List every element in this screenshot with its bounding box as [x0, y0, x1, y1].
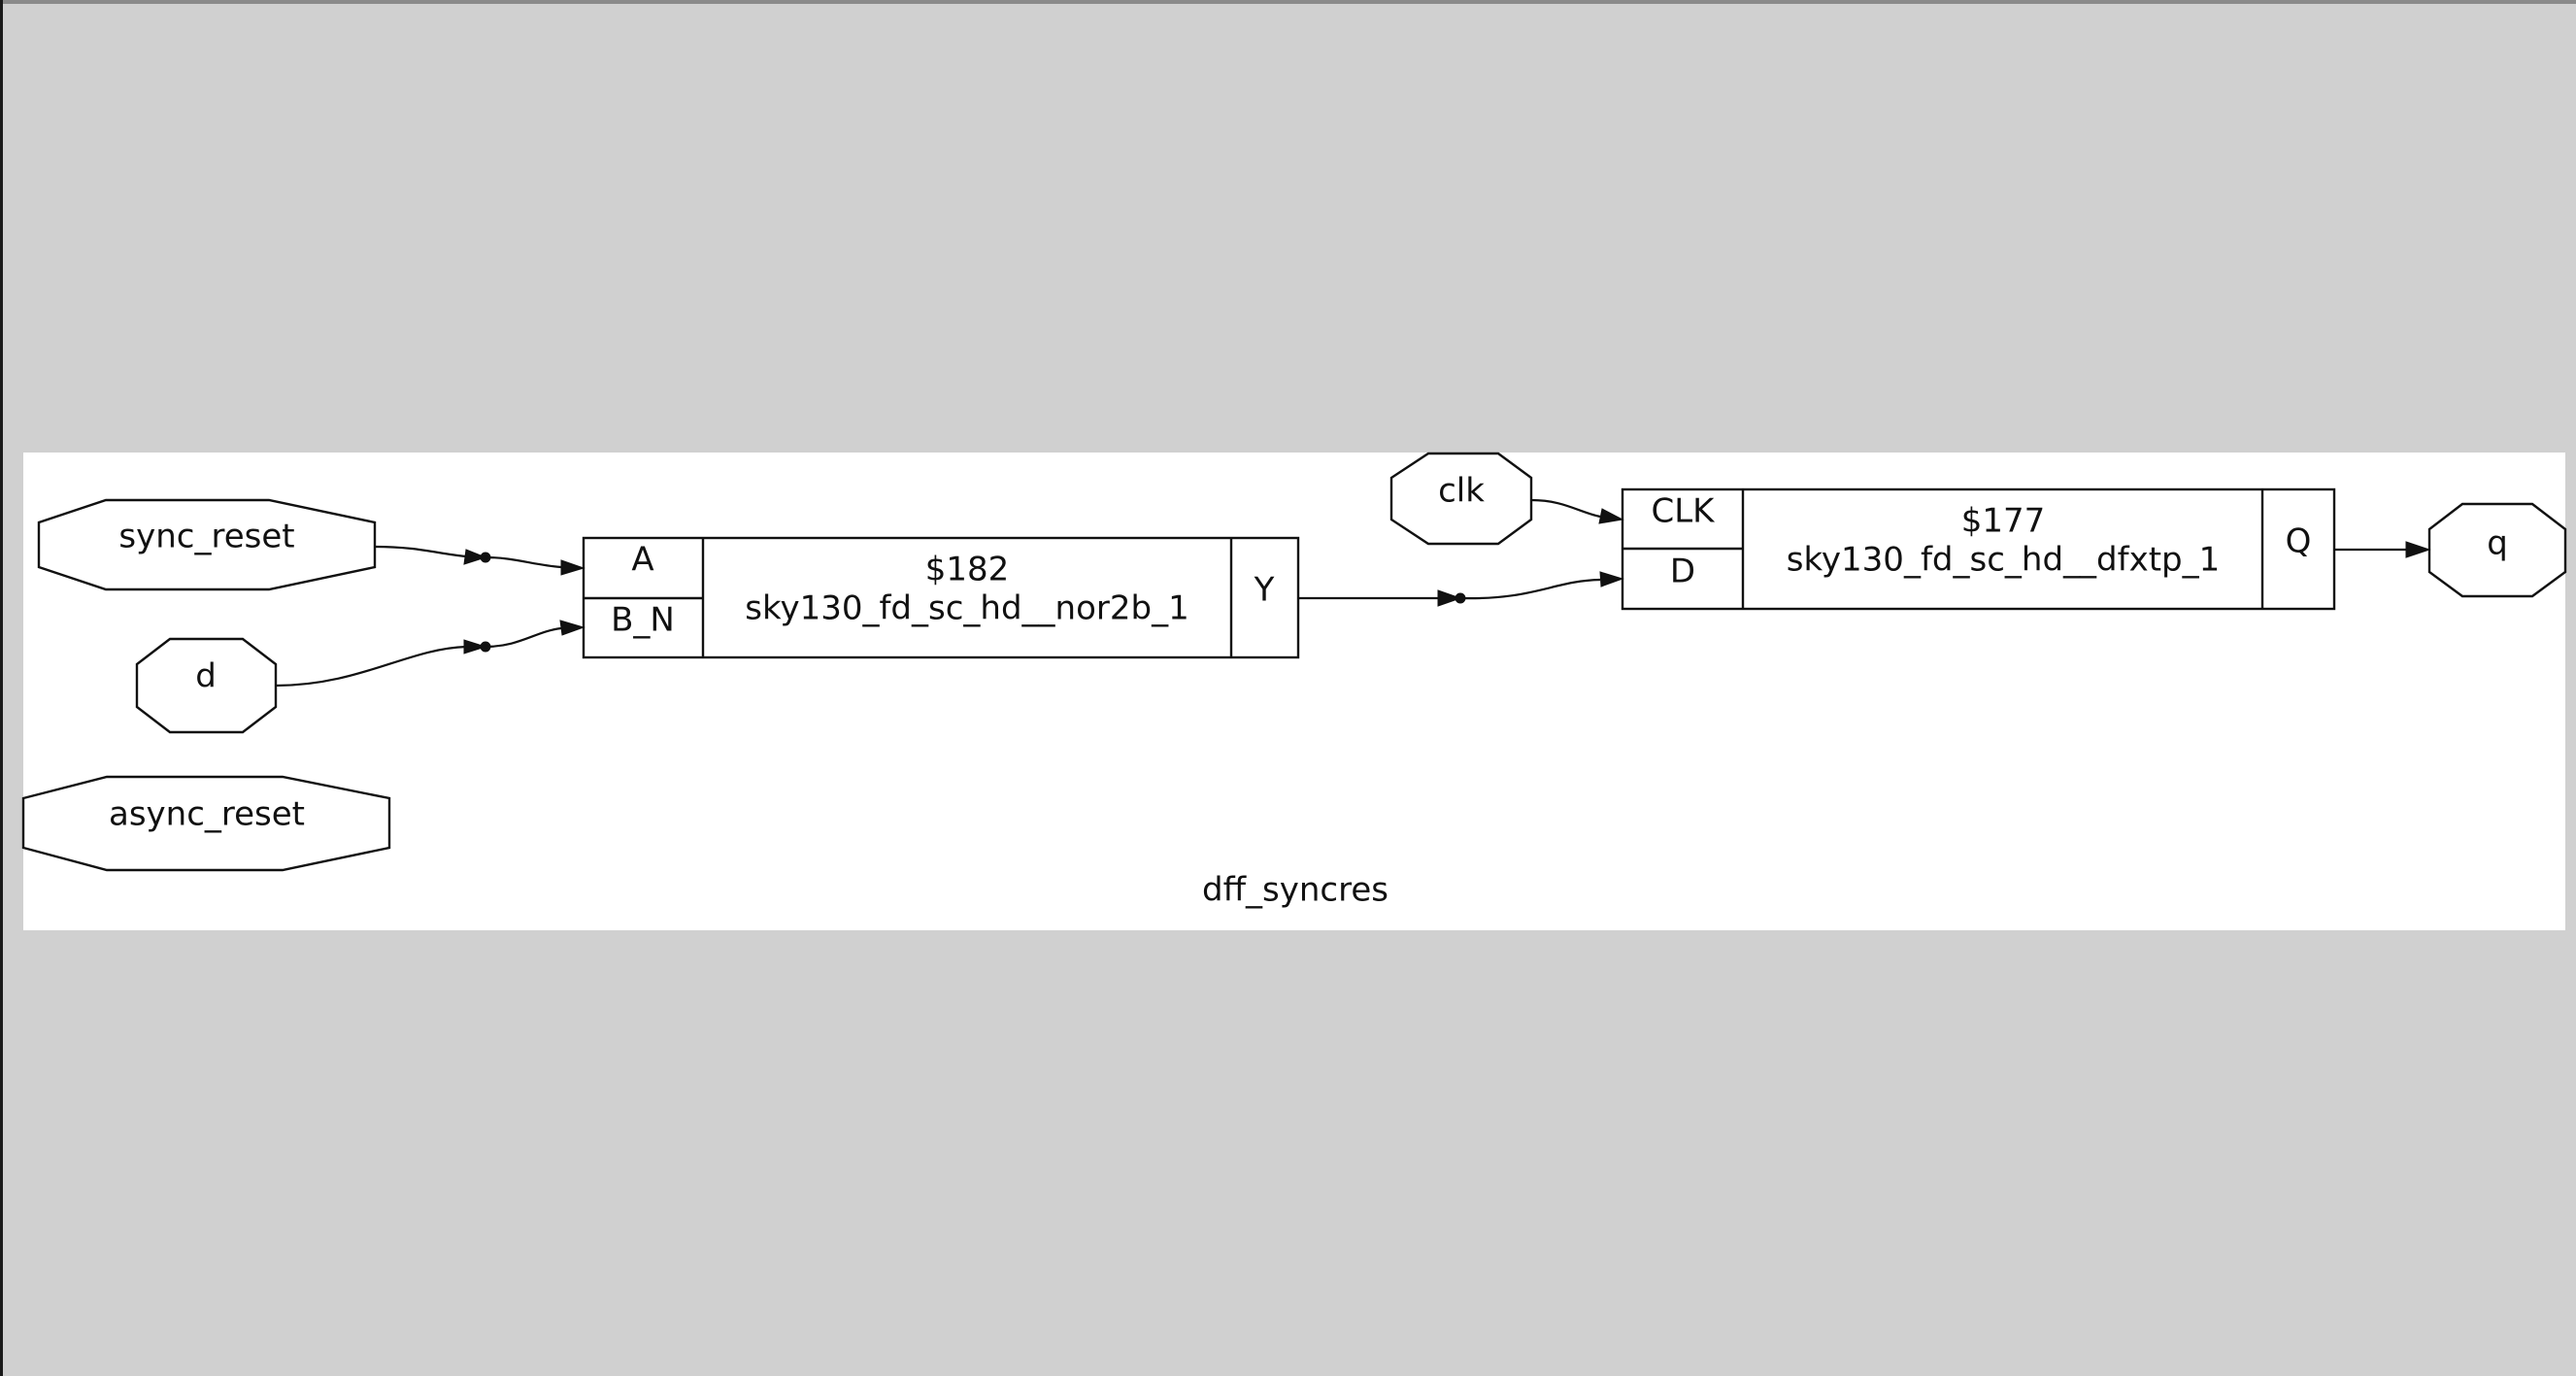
cell-dfxtp-id: $177 [1961, 502, 2046, 541]
arrow-port-q [2405, 541, 2431, 558]
port-async-reset[interactable]: async_reset [21, 775, 391, 872]
port-clk[interactable]: clk [1389, 452, 1533, 546]
wire-sync-reset-to-junction [374, 545, 467, 558]
port-d[interactable]: d [135, 637, 278, 734]
cell-dfxtp[interactable]: CLK D $177 sky130_fd_sc_hd__dfxtp_1 Q [1621, 487, 2336, 611]
window-left-border [0, 0, 3, 1376]
arrow-pin-b-n [559, 620, 585, 636]
port-q[interactable]: q [2427, 502, 2567, 598]
cell-dfxtp-type: sky130_fd_sc_hd__dfxtp_1 [1787, 541, 2221, 580]
wire-junction-to-pin-b-n [485, 626, 562, 649]
diagram-canvas [23, 453, 2565, 930]
port-async-reset-octagon [21, 775, 391, 872]
arrow-y-junction [1437, 589, 1462, 607]
window-top-border [0, 0, 2576, 4]
port-sync-reset[interactable]: sync_reset [37, 498, 377, 591]
port-async-reset-label: async_reset [109, 795, 305, 834]
arrow-pin-d [1599, 571, 1624, 587]
cell-nor2b-id: $182 [925, 551, 1010, 589]
wire-junction-to-pin-d [1459, 578, 1601, 600]
wire-d-to-junction [275, 645, 467, 688]
cell-nor2b[interactable]: A B_N $182 sky130_fd_sc_hd__nor2b_1 Y [582, 536, 1300, 659]
arrow-pin-a [560, 559, 585, 576]
port-q-label: q [2487, 524, 2508, 563]
cell-nor2b-pin-y: Y [1254, 571, 1275, 610]
cell-dfxtp-pin-q: Q [2286, 522, 2312, 561]
cell-dfxtp-pin-d: D [1670, 553, 1695, 591]
module-name-label: dff_syncres [1202, 871, 1388, 910]
cell-dfxtp-pin-clk: CLK [1652, 492, 1717, 531]
arrow-pin-clk [1598, 508, 1624, 524]
wire-clk-to-pin-clk [1530, 498, 1601, 519]
port-sync-reset-octagon [37, 498, 377, 591]
port-clk-label: clk [1438, 472, 1485, 511]
cell-nor2b-type: sky130_fd_sc_hd__nor2b_1 [745, 589, 1188, 628]
arrow-d-junction [463, 639, 487, 654]
cell-nor2b-pin-b-n: B_N [611, 601, 675, 640]
port-sync-reset-label: sync_reset [118, 518, 294, 556]
port-clk-octagon [1389, 452, 1533, 546]
port-d-label: d [195, 657, 217, 696]
cell-nor2b-pin-a: A [631, 541, 653, 580]
port-d-octagon [135, 637, 278, 734]
port-q-octagon [2427, 502, 2567, 598]
arrow-sync-reset-junction [463, 549, 487, 565]
wire-junction-to-pin-a [485, 555, 562, 569]
